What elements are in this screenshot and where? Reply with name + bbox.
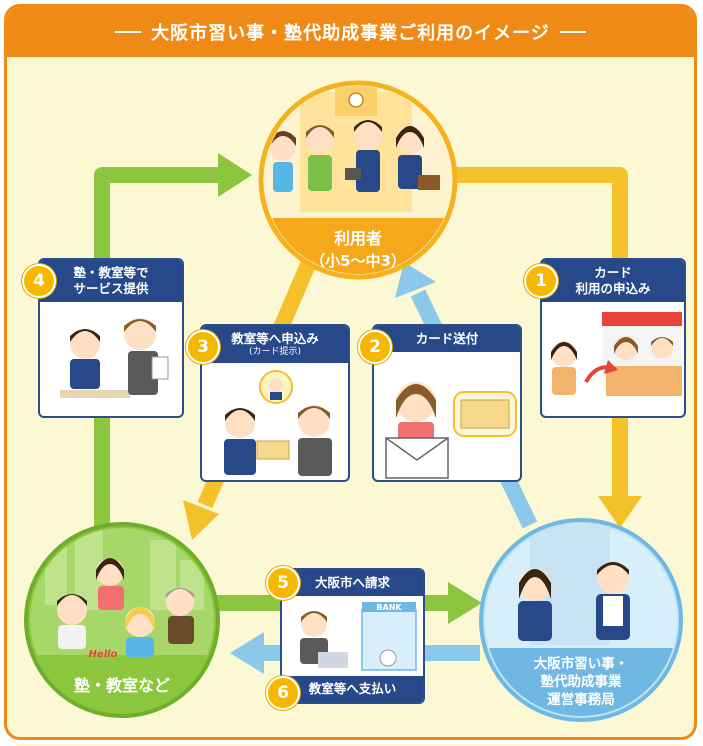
step-4-badge: 4	[22, 264, 56, 298]
title-dash-left	[115, 31, 142, 33]
step-6-badge: 6	[266, 676, 300, 710]
step-2-badge: 2	[358, 330, 392, 364]
step-5-line1: 大阪市へ請求	[314, 575, 390, 590]
juku-people-illustration	[57, 558, 194, 657]
step-3-header: 教室等へ申込み (カード提示)	[202, 326, 348, 363]
step-6-header: 教室等へ支払い	[282, 676, 423, 702]
step-2-illustration	[385, 382, 517, 479]
step-3-badge: 3	[186, 330, 220, 364]
title-dash-right	[559, 31, 586, 33]
step-5-badge: 5	[266, 566, 300, 600]
step-3-note: (カード提示)	[248, 347, 302, 357]
bank-sign-text: BANK	[376, 603, 402, 612]
step-2-header: カード送付	[374, 326, 520, 352]
step-5-6-box: 大阪市へ請求 BANK 教室等へ支払い	[280, 568, 425, 704]
juku-circle: Hello 塾・教室など	[24, 522, 220, 718]
office-label-line3: 運営事務局	[547, 691, 615, 708]
step-2-box: カード送付	[372, 324, 522, 482]
step-3-box: 教室等へ申込み (カード提示)	[200, 324, 350, 482]
page-title: 大阪市習い事・塾代助成事業ご利用のイメージ	[151, 23, 550, 44]
step-4-header: 塾・教室等で サービス提供	[40, 260, 182, 302]
hello-speech-text: Hello	[89, 649, 118, 660]
title-bar: 大阪市習い事・塾代助成事業ご利用のイメージ	[7, 7, 694, 57]
juku-label: 塾・教室など	[74, 676, 170, 695]
step-5-6-illustration: BANK	[300, 602, 417, 671]
step-3-illustration	[224, 370, 332, 476]
step-1-header: カード 利用の申込み	[542, 260, 684, 302]
users-people-illustration	[270, 120, 440, 192]
step-6-line1: 教室等へ支払い	[308, 681, 397, 696]
step-5-header: 大阪市へ請求	[282, 570, 423, 596]
step-1-box: カード 利用の申込み	[540, 258, 686, 418]
step-1-badge: 1	[524, 264, 558, 298]
users-circle: 利用者 （小5〜中3）	[258, 80, 458, 280]
office-people-illustration	[518, 562, 630, 641]
office-label-line2: 塾代助成事業	[541, 673, 622, 690]
step-1-line1: カード	[594, 265, 632, 280]
step-4-line1: 塾・教室等で	[73, 265, 149, 280]
office-label-line1: 大阪市習い事・	[534, 655, 629, 672]
step-4-line2: サービス提供	[73, 281, 149, 296]
step-1-line2: 利用の申込み	[575, 281, 651, 296]
users-sublabel: （小5〜中3）	[310, 252, 406, 270]
step-4-box: 塾・教室等で サービス提供	[38, 258, 184, 418]
step-3-line1: 教室等へ申込み	[231, 331, 319, 346]
step-4-illustration	[60, 318, 169, 398]
step-1-illustration	[551, 312, 682, 396]
users-label: 利用者	[334, 229, 382, 248]
arrow-juku-to-users	[94, 153, 252, 540]
office-circle: 大阪市習い事・ 塾代助成事業 運営事務局	[479, 518, 683, 722]
step-2-line1: カード送付	[415, 331, 479, 346]
